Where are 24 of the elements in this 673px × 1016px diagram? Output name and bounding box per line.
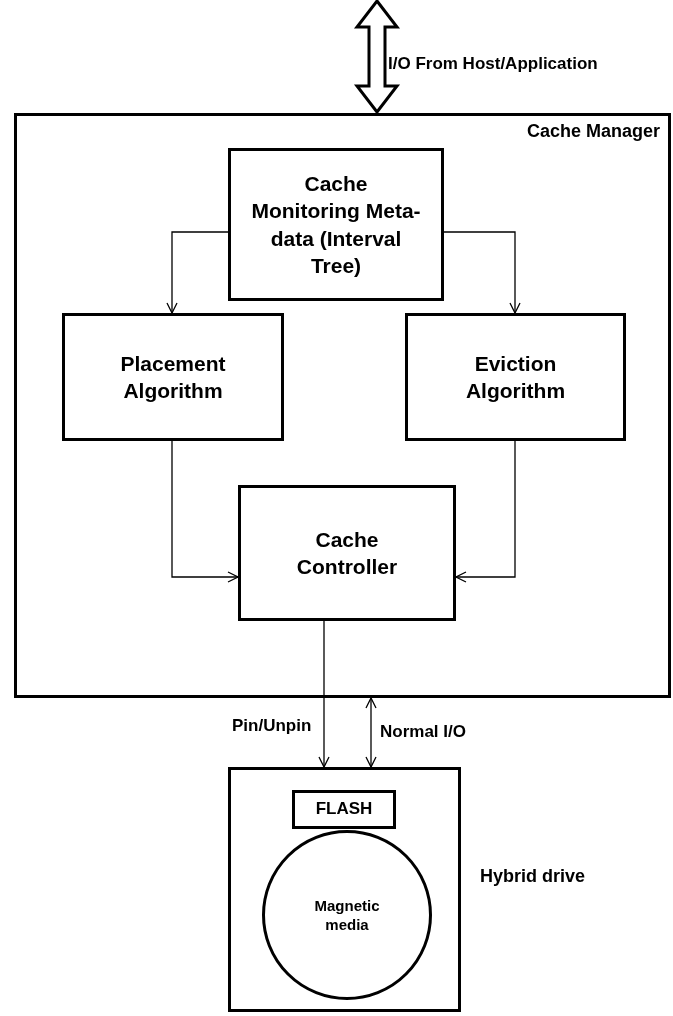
box-label: Magnetic media — [313, 895, 381, 935]
arrow — [171, 440, 239, 583]
box-label: FLASH — [315, 798, 373, 821]
arrow — [455, 440, 516, 583]
double-arrow — [353, 0, 401, 115]
process-box — [228, 148, 444, 301]
box-label: Eviction Algorithm — [464, 350, 567, 404]
arrow — [443, 231, 521, 314]
circle-shape — [262, 830, 432, 1000]
process-box — [14, 113, 671, 698]
arrow — [365, 697, 377, 768]
edge-label: Pin/Unpin — [232, 716, 312, 737]
box-label: Cache Monitoring Meta-data (Interval Tree) — [251, 170, 421, 279]
process-box — [292, 790, 396, 829]
box-label: Hybrid drive — [480, 865, 586, 888]
edge-label: I/O From Host/Application — [388, 54, 598, 75]
process-box — [62, 313, 284, 441]
box-label: Cache Controller — [295, 526, 399, 580]
process-box — [405, 313, 626, 441]
arrow — [166, 231, 229, 314]
arrow — [318, 620, 330, 768]
box-label: Placement Algorithm — [119, 350, 227, 404]
process-box — [238, 485, 456, 621]
box-label: Cache Manager — [526, 120, 660, 143]
